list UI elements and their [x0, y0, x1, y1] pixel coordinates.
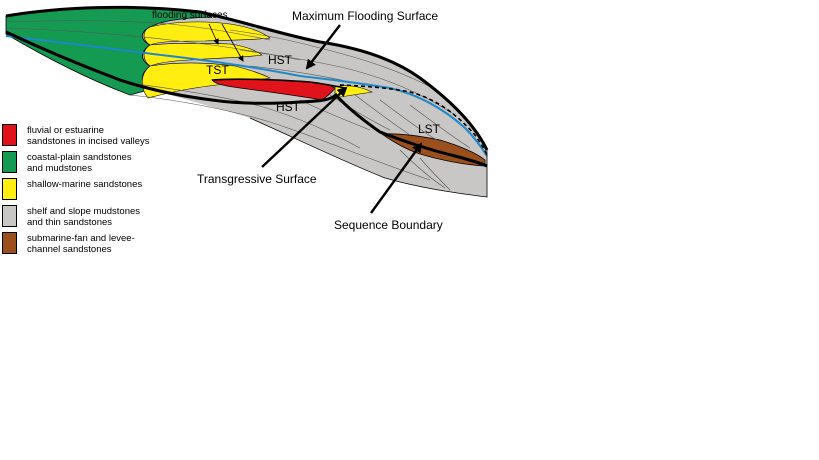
- legend-text-coastal-plain: coastal-plain sandstones and mudstones: [27, 152, 132, 174]
- legend-item-shallow-marine: shallow-marine sandstones: [2, 176, 202, 202]
- mfs-arrow: [305, 24, 341, 70]
- transgressive-surface-label: Transgressive Surface: [197, 172, 317, 186]
- legend-swatch-submarine-fan: [2, 232, 17, 254]
- legend-text-shallow-marine: shallow-marine sandstones: [27, 179, 143, 190]
- sequence-boundary-label: Sequence Boundary: [334, 218, 443, 232]
- legend-swatch-shallow-marine: [2, 178, 17, 200]
- base-line: [249, 117, 488, 198]
- legend: fluvial or estuarine sandstones in incis…: [2, 122, 202, 257]
- top-surface-line: [5, 5, 489, 151]
- hst-lower-label: HST: [276, 100, 301, 114]
- flooding-surfaces-label: flooding surfaces: [152, 10, 228, 21]
- legend-text-submarine-fan: submarine-fan and levee- channel sandsto…: [27, 233, 135, 255]
- hst-upper-label: HST: [268, 53, 293, 67]
- lst-label: LST: [418, 122, 441, 136]
- flooding-surface-pointer-1: [208, 23, 219, 45]
- legend-swatch-coastal-plain: [2, 151, 17, 173]
- sequence-boundary-line: [5, 30, 488, 168]
- mfs-label: Maximum Flooding Surface: [292, 9, 438, 23]
- annotation-arrows: [208, 23, 423, 214]
- flooding-surface-pointer-2: [221, 23, 244, 62]
- legend-swatch-fluvial: [2, 124, 17, 146]
- legend-text-shelf-slope: shelf and slope mudstones and thin sands…: [27, 206, 141, 228]
- maximum-flooding-line: [5, 35, 488, 157]
- transgressive-arrow: [261, 86, 348, 168]
- maximum-flooding-dashes: [339, 84, 488, 157]
- sequence-boundary-arrow: [370, 142, 423, 214]
- transgressive-surface-line: [211, 78, 346, 89]
- legend-text-fluvial: fluvial or estuarine sandstones in incis…: [27, 125, 150, 147]
- tst-label: TST: [206, 63, 229, 77]
- legend-swatch-shelf-slope: [2, 205, 17, 227]
- legend-item-submarine-fan: submarine-fan and levee- channel sandsto…: [2, 230, 202, 256]
- legend-item-coastal-plain: coastal-plain sandstones and mudstones: [2, 149, 202, 175]
- legend-item-fluvial: fluvial or estuarine sandstones in incis…: [2, 122, 202, 148]
- legend-item-shelf-slope: shelf and slope mudstones and thin sands…: [2, 203, 202, 229]
